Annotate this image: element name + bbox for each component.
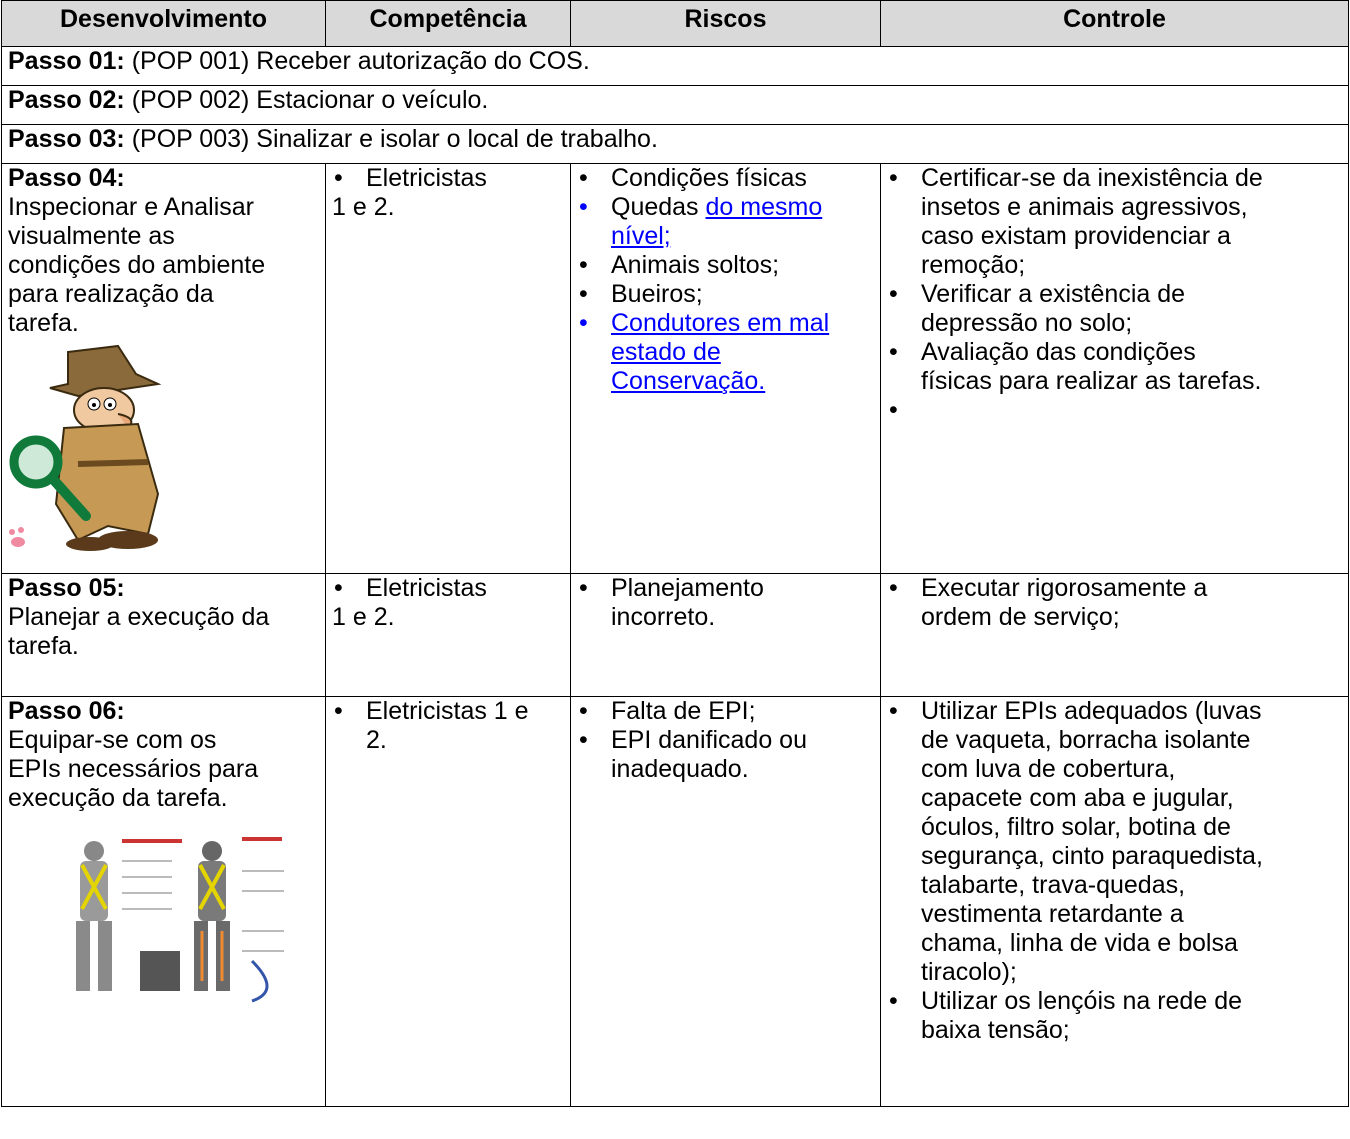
risco-item: Condições físicas bbox=[577, 164, 880, 193]
step-row-06: Passo 06: Equipar-se com os EPIs necessá… bbox=[1, 696, 1349, 1107]
header-desenvolvimento: Desenvolvimento bbox=[1, 0, 326, 47]
step-04-desenvolvimento: Passo 04: Inspecionar e Analisar visualm… bbox=[1, 163, 326, 574]
header-competencia: Competência bbox=[325, 0, 571, 47]
risco-item: Falta de EPI; bbox=[577, 697, 880, 726]
risco-link[interactable]: nível; bbox=[611, 222, 671, 250]
detective-cartoon-icon bbox=[9, 344, 162, 551]
step-06-competencia: Eletricistas 1 e2. bbox=[325, 696, 571, 1107]
step-row-01: Passo 01: (POP 001) Receber autorização … bbox=[1, 46, 1349, 86]
step-03-label: Passo 03: bbox=[8, 125, 125, 153]
step-06-label: Passo 06: bbox=[8, 697, 125, 725]
step-06-riscos-list: Falta de EPI; EPI danificado ouinadequad… bbox=[577, 697, 880, 784]
step-05-competencia-item: Eletricistas bbox=[332, 574, 570, 603]
step-row-02: Passo 02: (POP 002) Estacionar o veículo… bbox=[1, 85, 1349, 125]
step-03-text: (POP 003) Sinalizar e isolar o local de … bbox=[124, 125, 658, 153]
step-06-riscos: Falta de EPI; EPI danificado ouinadequad… bbox=[570, 696, 881, 1107]
step-04-competencia-cont: 1 e 2. bbox=[332, 193, 395, 221]
step-04-competencia-item: Eletricistas bbox=[332, 164, 570, 193]
step-01-cell: Passo 01: (POP 001) Receber autorização … bbox=[1, 46, 1349, 86]
header-riscos: Riscos bbox=[570, 0, 881, 47]
risco-item: Bueiros; bbox=[577, 280, 880, 309]
controle-item: Certificar-se da inexistência deinsetos … bbox=[887, 164, 1348, 280]
step-04-riscos: Condições físicas Quedas do mesmonível; … bbox=[570, 163, 881, 574]
step-04-desc-line: visualmente as bbox=[8, 222, 175, 250]
step-04-riscos-list: Condições físicas Quedas do mesmonível; … bbox=[577, 164, 880, 396]
step-05-competencia: Eletricistas 1 e 2. bbox=[325, 573, 571, 697]
step-01-label: Passo 01: bbox=[8, 47, 125, 75]
step-04-competencia: Eletricistas 1 e 2. bbox=[325, 163, 571, 574]
procedure-table: Desenvolvimento Competência Riscos Contr… bbox=[1, 0, 1349, 1107]
step-05-label: Passo 05: bbox=[8, 574, 125, 602]
step-02-text: (POP 002) Estacionar o veículo. bbox=[124, 86, 489, 114]
step-02-label: Passo 02: bbox=[8, 86, 125, 114]
risco-link[interactable]: do mesmo bbox=[705, 193, 823, 221]
step-04-controle: Certificar-se da inexistência deinsetos … bbox=[880, 163, 1349, 574]
header-row: Desenvolvimento Competência Riscos Contr… bbox=[1, 0, 1349, 47]
controle-item-empty bbox=[887, 396, 1348, 425]
safety-harness-diagram-icon bbox=[52, 831, 292, 1011]
risco-link[interactable]: estado de bbox=[611, 338, 721, 366]
step-06-desc-line: Equipar-se com os bbox=[8, 726, 217, 754]
step-05-desc-line: tarefa. bbox=[8, 632, 79, 660]
step-04-controle-list: Certificar-se da inexistência deinsetos … bbox=[887, 164, 1348, 425]
step-03-cell: Passo 03: (POP 003) Sinalizar e isolar o… bbox=[1, 124, 1349, 164]
step-row-04: Passo 04: Inspecionar e Analisar visualm… bbox=[1, 163, 1349, 574]
step-04-desc-line: tarefa. bbox=[8, 309, 79, 337]
step-05-desc-line: Planejar a execução da bbox=[8, 603, 270, 631]
step-04-desc-line: condições do ambiente bbox=[8, 251, 266, 279]
step-06-desc-line: EPIs necessários para bbox=[8, 755, 259, 783]
header-controle: Controle bbox=[880, 0, 1349, 47]
step-04-desc-line: Inspecionar e Analisar bbox=[8, 193, 254, 221]
step-06-desenvolvimento: Passo 06: Equipar-se com os EPIs necessá… bbox=[1, 696, 326, 1107]
step-04-label: Passo 04: bbox=[8, 164, 125, 192]
step-05-competencia-cont: 1 e 2. bbox=[332, 603, 395, 631]
risco-item: Animais soltos; bbox=[577, 251, 880, 280]
step-06-desc-line: execução da tarefa. bbox=[8, 784, 228, 812]
step-row-03: Passo 03: (POP 003) Sinalizar e isolar o… bbox=[1, 124, 1349, 164]
risco-link[interactable]: Condutores em mal bbox=[611, 309, 830, 337]
step-05-desenvolvimento: Passo 05: Planejar a execução da tarefa. bbox=[1, 573, 326, 697]
step-04-desc-line: para realização da bbox=[8, 280, 214, 308]
step-06-competencia-item: Eletricistas 1 e2. bbox=[332, 697, 570, 755]
step-02-cell: Passo 02: (POP 002) Estacionar o veículo… bbox=[1, 85, 1349, 125]
step-01-text: (POP 001) Receber autorização do COS. bbox=[124, 47, 590, 75]
step-row-05: Passo 05: Planejar a execução da tarefa.… bbox=[1, 573, 1349, 697]
risco-link[interactable]: Conservação. bbox=[611, 367, 766, 395]
